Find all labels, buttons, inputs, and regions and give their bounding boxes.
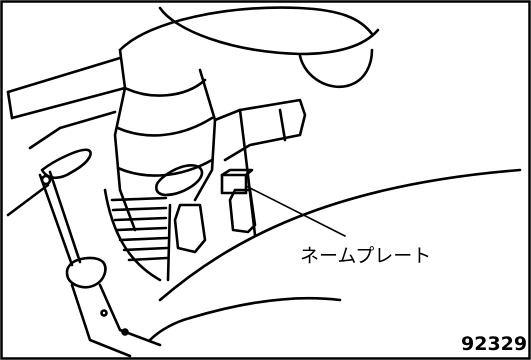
line-art [6,6,522,358]
bracket-top [6,56,122,94]
pedal-pad [65,256,107,289]
bolt-2 [121,328,129,336]
base-edge [70,283,132,358]
column-left [113,48,137,232]
bracket-lower [28,110,117,150]
floor-curve-2 [148,316,192,342]
right-housing-edge [238,108,247,152]
lever-pivot [40,174,52,186]
column-ring [116,116,214,137]
column-right [193,68,217,202]
center-pedal [173,203,207,254]
lever-stub [6,183,50,217]
rib-1 [110,196,168,202]
column-ring-2 [116,158,214,177]
right-housing [213,98,307,162]
dome-lip [298,48,374,88]
rib-6 [122,246,169,252]
boot-right [166,203,172,282]
dome-outline [118,6,374,52]
name-plate-top [220,168,254,177]
rib-7 [127,256,169,262]
figure-number: 92329 [461,333,527,355]
lever-rod-left [38,173,74,267]
right-wall [243,148,257,237]
callout-leader [245,185,346,237]
boot-left [103,188,162,282]
floor-curve [158,168,522,302]
column-oval [155,164,204,197]
right-housing-edge-2 [278,108,287,142]
dome-rim [158,6,380,56]
bolt [100,309,108,317]
lever-rod-right [48,170,82,264]
name-plate [220,173,248,195]
lever-grip [40,148,92,180]
rib-3 [113,216,168,222]
rib-5 [118,236,169,242]
name-plate-label: ネームプレート [300,245,431,267]
floor-curve-3 [188,296,342,320]
rib-4 [115,226,168,232]
bracket-end [6,90,14,120]
bracket-mid [10,86,127,120]
base-edge-2 [98,283,162,347]
column-ring-top [123,78,207,97]
rib-2 [111,206,168,212]
